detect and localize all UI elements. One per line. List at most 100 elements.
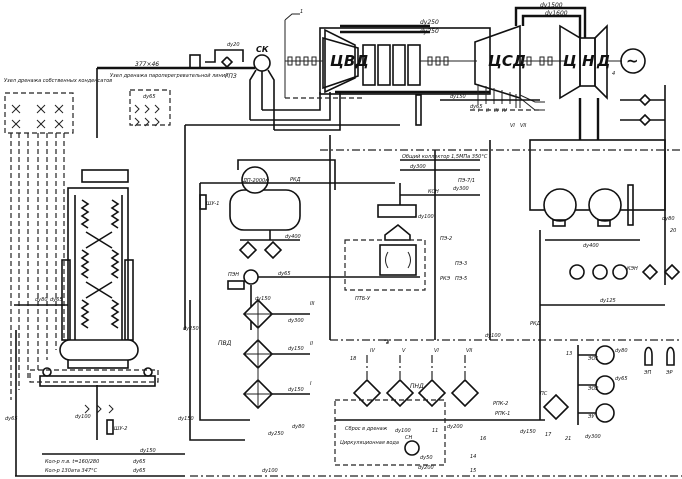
label-15: 15 <box>470 468 476 474</box>
cross-over-1 <box>85 231 113 249</box>
ip-cylinder-label: ЦСД <box>488 52 526 70</box>
label-18: 18 <box>350 356 356 362</box>
pipe-d250-label-2: dу250 <box>420 28 439 35</box>
extraction-ii: II <box>486 108 489 114</box>
feed-pump-label: ПЭН <box>228 272 239 278</box>
label-13: 13 <box>566 351 572 357</box>
gpz-valve-icon <box>220 56 234 68</box>
stop-valve-label: СК <box>256 45 269 54</box>
generator-icon <box>620 48 646 74</box>
ip-bleed-lines <box>519 94 545 111</box>
interconnect-lines <box>184 125 682 420</box>
cooling-d80: dу80 <box>662 216 675 222</box>
feed-valves <box>84 404 114 414</box>
label-14: 14 <box>470 454 476 460</box>
lp-cylinder-label-d: Д <box>596 52 610 70</box>
hp-valve-3 <box>392 44 406 86</box>
boiler-casing-inner <box>74 195 123 360</box>
ejector-2-icon <box>595 375 615 395</box>
ejector-2-label: ЭО2 <box>587 386 599 392</box>
lp-extraction-lines <box>366 355 466 380</box>
hp-extraction-ii: II <box>310 341 313 347</box>
ejector-feed-lines <box>577 345 596 425</box>
feed-pump-d65: dу65 <box>278 271 291 277</box>
dash-dot-marker <box>384 339 389 344</box>
booster-d100: dу100 <box>418 214 434 220</box>
lp-heaters: ПНД IV V VI VII dу200 dу100 СН РПК-1 РПК… <box>190 348 682 477</box>
hp-valve-1 <box>362 44 376 86</box>
ejector-5-label: ЭР <box>665 370 673 376</box>
ksn-label: КСН <box>428 189 439 195</box>
deaerator-tank <box>229 189 301 231</box>
ip-lp-coupling <box>526 56 553 66</box>
steam-line-loop <box>189 54 201 69</box>
lp-heater-4 <box>352 378 382 408</box>
gpz-bypass-d20: dу20 <box>227 42 240 48</box>
lp-heater-7 <box>450 378 480 408</box>
deaerator-vent <box>237 159 336 190</box>
gpz-bypass <box>205 49 244 63</box>
hp-valve-2 <box>377 44 391 86</box>
extraction-vi: VI <box>510 123 515 129</box>
pe71-label: ПЭ-7/1 <box>458 178 475 184</box>
ku-box <box>415 94 422 126</box>
ejector-4-label: ЭП <box>643 370 651 376</box>
pe3-label: ПЭ-3 <box>455 261 467 267</box>
crossover-d1500-label: dу1500 <box>540 2 563 9</box>
hp-heaters-label: ПВД <box>218 340 232 347</box>
steam-collector: Общий коллектор 1,5МПа 350°С dу300 КСН d… <box>400 94 540 196</box>
inlet-d80: dу80 <box>35 297 48 303</box>
collector-d300: dу300 <box>410 164 426 170</box>
label-16: 16 <box>480 436 486 442</box>
oil-coolers <box>638 93 652 127</box>
superheater-coil-1 <box>80 199 120 229</box>
drain-unit-box <box>4 92 74 134</box>
hp-bypass-d225: dу250 <box>183 326 199 332</box>
ejector-4-icon <box>644 346 653 366</box>
pe2-label: ПЭ-2 <box>440 236 452 242</box>
condensate-pump-1 <box>569 264 585 280</box>
feed-d100: dу100 <box>75 414 91 420</box>
lp-d50: dу50 <box>420 455 433 461</box>
drain-note: Сброс в дренаж <box>345 426 388 432</box>
hp-bypass-d150: dу150 <box>178 416 194 422</box>
boiler: Узел дренажа собственных конденсатов Узе… <box>4 68 229 477</box>
rpk1-label: РПК-1 <box>495 411 510 417</box>
circ-water-note: Циркуляционная вода <box>340 440 399 446</box>
shu2-box <box>106 419 114 435</box>
drum-valve-right <box>143 367 153 377</box>
ejector-1-label: ЭО1 <box>587 356 599 362</box>
ksn-d300: dу300 <box>453 186 469 192</box>
drain-valve-grid <box>10 104 65 400</box>
hp-extraction-iii: III <box>310 301 315 307</box>
rkd-label: РКД <box>290 177 301 183</box>
vent-20-label: 20 <box>670 228 676 234</box>
ip-extraction-lines <box>477 84 521 108</box>
booster-turbine-top <box>377 204 417 218</box>
condensate-filters <box>641 263 681 281</box>
rpk-d150: dу150 <box>520 429 536 435</box>
ejector-d80: dу80 <box>615 348 628 354</box>
booster-dashed-frame <box>344 239 426 291</box>
outlet-d400: dу400 <box>285 234 301 240</box>
label-11: 11 <box>432 428 438 434</box>
condenser-right <box>588 188 622 222</box>
header-2-d65: dу65 <box>133 468 146 474</box>
rke-label: РКЭ <box>440 276 451 282</box>
main-steam-line: 377×46 ГПЗ dу20 СК 1 <box>97 9 365 131</box>
hp-extraction-lines <box>272 313 310 395</box>
drain-unit-note-2: Узел дренажа пароперегревательной линии <box>110 73 229 79</box>
ejector-3-icon <box>595 403 615 423</box>
stop-valve-outlets <box>249 69 275 130</box>
turbine-train: ЦВД dу250 dу250 ЦСД dу1500 dу1600 Ц Н Д <box>285 2 646 140</box>
drum-bottom-frame <box>39 375 156 387</box>
deaerator-section: ДП-2000м РКД dу400 ПЭН dу65 dу150 ШУ-1 <box>185 124 420 344</box>
drain-pump-label: СН <box>405 435 412 441</box>
boiler-drum <box>59 339 139 361</box>
crossover-d1600-label: dу1600 <box>545 10 568 17</box>
hp-cylinder-body <box>322 36 359 90</box>
boiler-top-header <box>81 169 129 183</box>
condensate-main-d100: dу100 <box>485 333 501 339</box>
ejector-d150: dу150 <box>450 94 466 100</box>
